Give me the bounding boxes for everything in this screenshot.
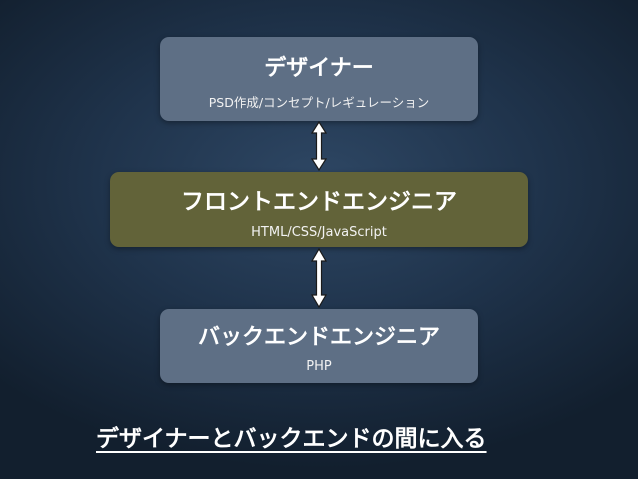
- slide-caption: デザイナーとバックエンドの間に入る: [96, 426, 487, 452]
- designer-title: デザイナー: [264, 56, 374, 81]
- backend-subtitle: PHP: [306, 359, 332, 374]
- double-arrow-icon: [310, 248, 328, 308]
- frontend-title: フロントエンドエンジニア: [181, 189, 457, 215]
- backend-box: バックエンドエンジニア PHP: [160, 309, 478, 383]
- designer-subtitle: PSD作成/コンセプト/レギュレーション: [208, 95, 430, 110]
- designer-box: デザイナー PSD作成/コンセプト/レギュレーション: [160, 37, 478, 121]
- frontend-subtitle: HTML/CSS/JavaScript: [251, 225, 387, 240]
- frontend-box: フロントエンドエンジニア HTML/CSS/JavaScript: [110, 172, 528, 247]
- backend-title: バックエンドエンジニア: [197, 325, 440, 350]
- double-arrow-icon: [310, 121, 328, 171]
